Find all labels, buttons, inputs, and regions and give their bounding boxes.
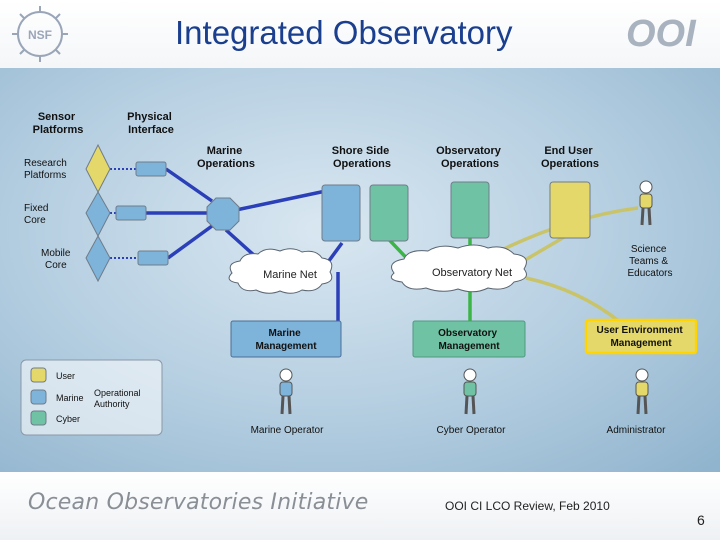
legend-label-operational-authority: Operational Authority — [94, 388, 143, 409]
marine-management-box — [230, 320, 342, 358]
slide-header: NSF Integrated Observatory OOI — [0, 0, 720, 68]
label-fixed-core: Fixed Core — [24, 203, 51, 226]
nsf-logo-rays — [12, 6, 68, 62]
ooi-logo: OOI — [626, 13, 697, 55]
label-fixed-line2: Core — [24, 215, 46, 226]
heading-observatory-ops-line1: Observatory — [436, 145, 502, 157]
legend-box — [20, 359, 163, 436]
interface-box-research — [135, 161, 167, 177]
mobile-core-diamond — [85, 234, 111, 283]
label-mobile-line1: Mobile — [41, 248, 71, 259]
footer-review-text: OOI CI LCO Review, Feb 2010 — [445, 499, 610, 513]
slide-footer — [0, 472, 720, 540]
footer-org-name: Ocean Observatories Initiative — [28, 490, 369, 515]
marine-operator-label: Marine Operator — [251, 425, 324, 436]
interface-box-mobile — [137, 250, 169, 266]
science-teams-label: Science Teams & Educators — [627, 244, 672, 279]
science-line2: Teams & — [629, 256, 668, 267]
legend-label-marine: Marine — [56, 393, 84, 403]
marine-net-cloud — [228, 248, 333, 294]
heading-sensor-platforms: Sensor Platforms — [33, 111, 84, 136]
slide-title: Integrated Observatory — [175, 14, 513, 51]
nsf-logo-text: NSF — [28, 28, 52, 42]
cyber-operator-label: Cyber Operator — [437, 425, 507, 436]
marine-management-line2: Management — [255, 341, 317, 352]
observatory-ops-box — [450, 181, 490, 239]
shore-ops-cyber-box — [369, 184, 409, 242]
observatory-net-cloud — [390, 244, 527, 293]
legend-oa-line2: Authority — [94, 399, 130, 409]
marine-net-label: Marine Net — [263, 269, 317, 281]
label-research-platforms: Research Platforms — [24, 158, 70, 181]
diagram-svg: Sensor Platforms Physical Interface Mari… — [20, 111, 698, 436]
end-user-ops-box — [549, 181, 591, 239]
science-line1: Science — [631, 244, 667, 255]
heading-shore-ops: Shore Side Operations — [332, 145, 393, 170]
ooi-logo-text: OOI — [626, 13, 697, 55]
administrator-person-icon — [635, 368, 649, 415]
heading-physical-line1: Physical — [127, 111, 172, 123]
marine-management-label: Marine Management — [255, 328, 317, 352]
legend-swatch-user — [30, 367, 47, 383]
cyber-operator-person-icon — [463, 368, 477, 415]
heading-observatory-ops-line2: Operations — [441, 158, 499, 170]
observatory-management-line2: Management — [438, 341, 500, 352]
link-obs-net-end-user — [519, 234, 567, 265]
heading-marine-ops-line1: Marine — [207, 145, 242, 157]
user-env-management-box — [584, 318, 698, 355]
heading-marine-ops: Marine Operations — [197, 145, 255, 170]
page-number: 6 — [697, 512, 705, 528]
marine-operator-person-icon — [279, 368, 293, 415]
observatory-net-label: Observatory Net — [432, 267, 512, 279]
user-env-management-line2: Management — [610, 338, 672, 349]
marine-management-line1: Marine — [268, 328, 301, 339]
label-mobile-line2: Core — [45, 260, 67, 271]
link-research-marine-ops — [165, 167, 213, 203]
heading-end-user-ops-line2: Operations — [541, 158, 599, 170]
legend-label-user: User — [56, 371, 75, 381]
heading-marine-ops-line2: Operations — [197, 158, 255, 170]
observatory-management-line1: Observatory — [438, 328, 497, 339]
label-research-line2: Platforms — [24, 170, 66, 181]
label-research-line1: Research — [24, 158, 67, 169]
legend-label-cyber: Cyber — [56, 414, 80, 424]
legend-swatch-marine — [30, 389, 47, 405]
heading-physical-interface: Physical Interface — [127, 111, 175, 136]
nsf-logo: NSF — [12, 6, 68, 62]
fixed-core-diamond — [85, 190, 111, 238]
science-person-icon — [639, 180, 653, 226]
label-mobile-core: Mobile Core — [41, 248, 73, 271]
heading-sensor-line1: Sensor — [38, 111, 76, 123]
heading-shore-ops-line2: Operations — [333, 158, 391, 170]
heading-end-user-ops: End User Operations — [541, 145, 599, 170]
heading-physical-line2: Interface — [128, 124, 174, 136]
label-fixed-line1: Fixed — [24, 203, 48, 214]
research-platform-diamond — [85, 143, 111, 194]
user-env-management-label: User Environment Management — [597, 325, 686, 349]
heading-sensor-line2: Platforms — [33, 124, 84, 136]
science-line3: Educators — [627, 268, 672, 279]
legend-swatch-cyber — [30, 410, 47, 426]
observatory-management-box — [412, 320, 526, 358]
interface-box-fixed — [115, 205, 147, 221]
link-mobile-marine-ops — [166, 224, 214, 260]
shore-ops-marine-box — [321, 184, 361, 242]
user-env-management-line1: User Environment — [597, 325, 684, 336]
heading-observatory-ops: Observatory Operations — [436, 145, 504, 170]
heading-end-user-ops-line1: End User — [544, 145, 593, 157]
legend-oa-line1: Operational — [94, 388, 141, 398]
marine-ops-octagon — [206, 197, 240, 231]
observatory-management-label: Observatory Management — [438, 328, 500, 352]
administrator-label: Administrator — [607, 425, 667, 436]
link-obs-net-user-env — [525, 276, 622, 324]
heading-shore-ops-line1: Shore Side — [332, 145, 389, 157]
